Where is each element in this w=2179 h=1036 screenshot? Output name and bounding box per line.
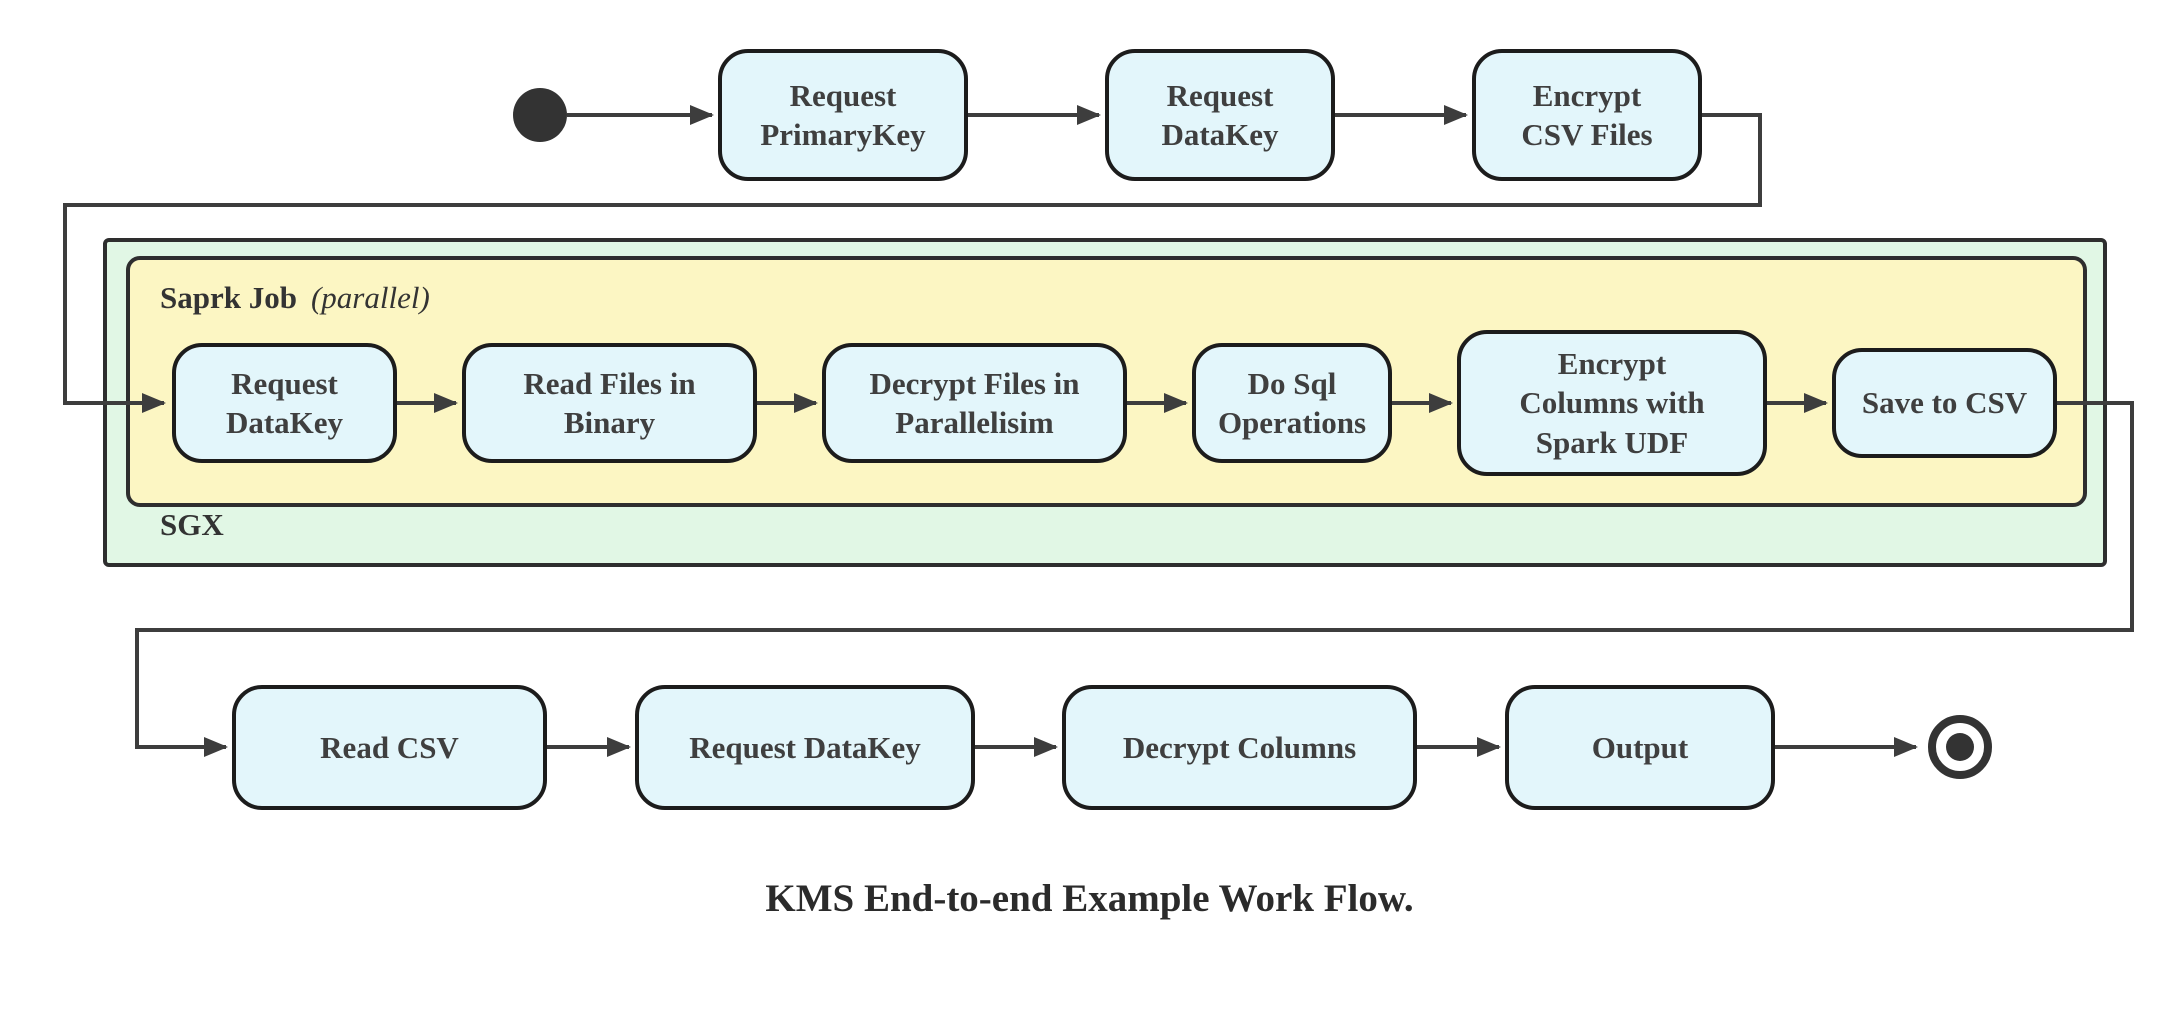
node-request-datakey-sgx: Request DataKey <box>172 343 397 463</box>
node-decrypt-columns: Decrypt Columns <box>1062 685 1417 810</box>
node-do-sql-operations: Do Sql Operations <box>1192 343 1392 463</box>
node-request-datakey-top: Request DataKey <box>1105 49 1335 181</box>
node-read-files-in-binary: Read Files in Binary <box>462 343 757 463</box>
node-request-primarykey: Request PrimaryKey <box>718 49 968 181</box>
node-encrypt-csv-files: Encrypt CSV Files <box>1472 49 1702 181</box>
edge-save-csv-to-read-csv <box>135 401 2134 757</box>
spark-job-container-label: Saprk Job (parallel) <box>160 280 430 315</box>
spark-job-parallel-annotation: (parallel) <box>310 280 430 315</box>
node-encrypt-columns-with-spark-udf: Encrypt Columns with Spark UDF <box>1457 330 1767 476</box>
edge-encrypt-csv-to-sgx-request-datakey <box>63 113 1762 413</box>
sgx-container-label: SGX <box>160 507 224 542</box>
node-request-datakey-bottom: Request DataKey <box>635 685 975 810</box>
start-node <box>513 88 567 142</box>
node-save-to-csv: Save to CSV <box>1832 348 2057 458</box>
diagram-caption: KMS End-to-end Example Work Flow. <box>765 877 1414 920</box>
end-node-dot <box>1946 733 1974 761</box>
node-decrypt-files-in-parallelisim: Decrypt Files in Parallelisim <box>822 343 1127 463</box>
node-output: Output <box>1505 685 1775 810</box>
node-read-csv: Read CSV <box>232 685 547 810</box>
spark-job-label-text: Saprk Job <box>160 280 297 315</box>
